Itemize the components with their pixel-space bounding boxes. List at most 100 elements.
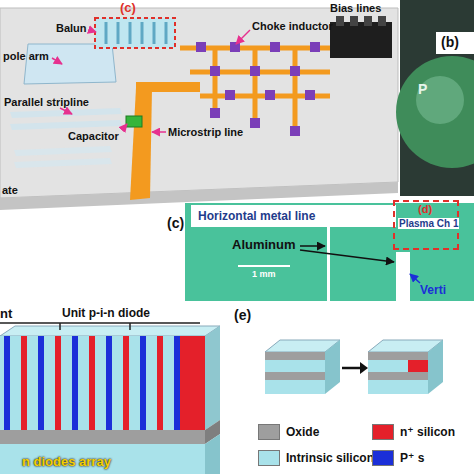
- legend-swatch: [258, 450, 280, 466]
- callout-label: Verti: [420, 284, 446, 297]
- choke-inductor: [210, 108, 220, 118]
- legend-swatch: [258, 424, 280, 440]
- intrinsic-layer: [368, 360, 428, 372]
- microstrip-line: [136, 82, 200, 92]
- balun-stripe: [165, 22, 168, 44]
- legend-row: P⁺ s: [372, 450, 424, 466]
- array-side: [205, 326, 220, 430]
- leader-arrow: [122, 124, 127, 130]
- legend-row: Oxide: [258, 424, 319, 440]
- callout-label: Bias lines: [330, 2, 381, 14]
- substrate-layer: [0, 444, 205, 474]
- substrate-top: [0, 8, 398, 198]
- choke-inductor: [310, 42, 320, 52]
- callout-label: (e): [234, 308, 251, 323]
- choke-inductor: [290, 126, 300, 136]
- legend-row: Intrinsic silicon: [258, 450, 374, 466]
- choke-inductor: [270, 42, 280, 52]
- callout-label: Parallel stripline: [4, 96, 89, 108]
- block-side: [428, 340, 443, 394]
- n-plus-contact: [180, 336, 205, 430]
- connector-pin: [336, 16, 344, 26]
- vertical-metal-line: [396, 252, 410, 301]
- array-top: [0, 326, 220, 336]
- panel-tag-bg: [436, 32, 474, 54]
- scale-bar: [238, 265, 290, 267]
- intrinsic-layer: [265, 380, 325, 394]
- callout-label: Capacitor: [68, 130, 119, 142]
- callout-label: Microstrip line: [168, 126, 243, 138]
- legend-row: n⁺ silicon: [372, 424, 455, 440]
- stripline: [14, 158, 112, 168]
- balun-stripe: [153, 22, 156, 44]
- callout-label: ate: [2, 184, 18, 196]
- callout-label: P: [418, 82, 427, 97]
- balun-highlight: [95, 18, 175, 48]
- node-text: (c): [166, 215, 185, 231]
- legend-text: Oxide: [286, 425, 319, 439]
- balun-stripe: [117, 22, 120, 44]
- legend-swatch: [372, 450, 394, 466]
- stripline: [10, 120, 122, 130]
- stripline: [10, 108, 122, 118]
- leader-arrow: [152, 131, 166, 133]
- aluminum-line: [327, 227, 330, 301]
- choke-inductor: [210, 66, 220, 76]
- callout-label: 1 mm: [252, 270, 276, 280]
- legend-swatch: [372, 424, 394, 440]
- legend-text: Intrinsic silicon: [286, 451, 374, 465]
- leader-arrow: [300, 250, 394, 262]
- connector-pin: [378, 16, 386, 26]
- photo-board: [396, 56, 474, 168]
- leader-arrow: [52, 58, 62, 64]
- leader-arrow: [410, 274, 420, 283]
- diode-array: [0, 336, 205, 430]
- photo-detail: [416, 76, 464, 124]
- plasma-channel: (d) Plasma Ch 1: [393, 200, 459, 250]
- leader-arrow: [236, 30, 250, 44]
- capacitor: [126, 116, 142, 127]
- oxide-layer: [368, 352, 428, 360]
- intrinsic-layer: [265, 360, 325, 372]
- leader-arrow: [300, 245, 325, 247]
- oxide-layer: [265, 372, 325, 380]
- legend-text: n⁺ silicon: [400, 425, 455, 439]
- connector-pin: [364, 16, 372, 26]
- callout-label: Unit p-i-n diode: [62, 307, 150, 320]
- block-side: [325, 340, 340, 394]
- callout-label: n diodes array: [22, 455, 111, 469]
- choke-inductor: [290, 66, 300, 76]
- microstrip-line: [130, 88, 152, 200]
- bias-connector: [330, 22, 392, 58]
- choke-inductor: [230, 42, 240, 52]
- oxide-layer: [265, 352, 325, 360]
- node-text: (d): [417, 203, 433, 215]
- legend-text: P⁺ s: [400, 451, 424, 465]
- node-text: Plasma Ch 1: [398, 218, 459, 229]
- balun-stripe: [105, 22, 108, 44]
- n-plus-region: [408, 360, 428, 372]
- choke-inductor: [225, 90, 235, 100]
- process-arrow: [342, 367, 360, 370]
- arrow-head: [360, 362, 368, 374]
- intrinsic-layer: [368, 380, 428, 394]
- callout-label: Balun: [56, 22, 87, 34]
- balun-stripe: [141, 22, 144, 44]
- callout-label: nt: [0, 307, 12, 321]
- node-text: Horizontal metal line: [197, 209, 316, 223]
- choke-inductor: [305, 90, 315, 100]
- bracket: [0, 323, 200, 330]
- balun-stripe: [129, 22, 132, 44]
- oxide-layer: [368, 372, 428, 380]
- connector-pin: [350, 16, 358, 26]
- bias-trace: [180, 48, 330, 130]
- oxide-layer: [0, 430, 205, 444]
- choke-inductor: [196, 42, 206, 52]
- callout-label: Choke inductor: [252, 20, 333, 32]
- stripline: [14, 146, 112, 156]
- leader-arrow: [60, 108, 72, 114]
